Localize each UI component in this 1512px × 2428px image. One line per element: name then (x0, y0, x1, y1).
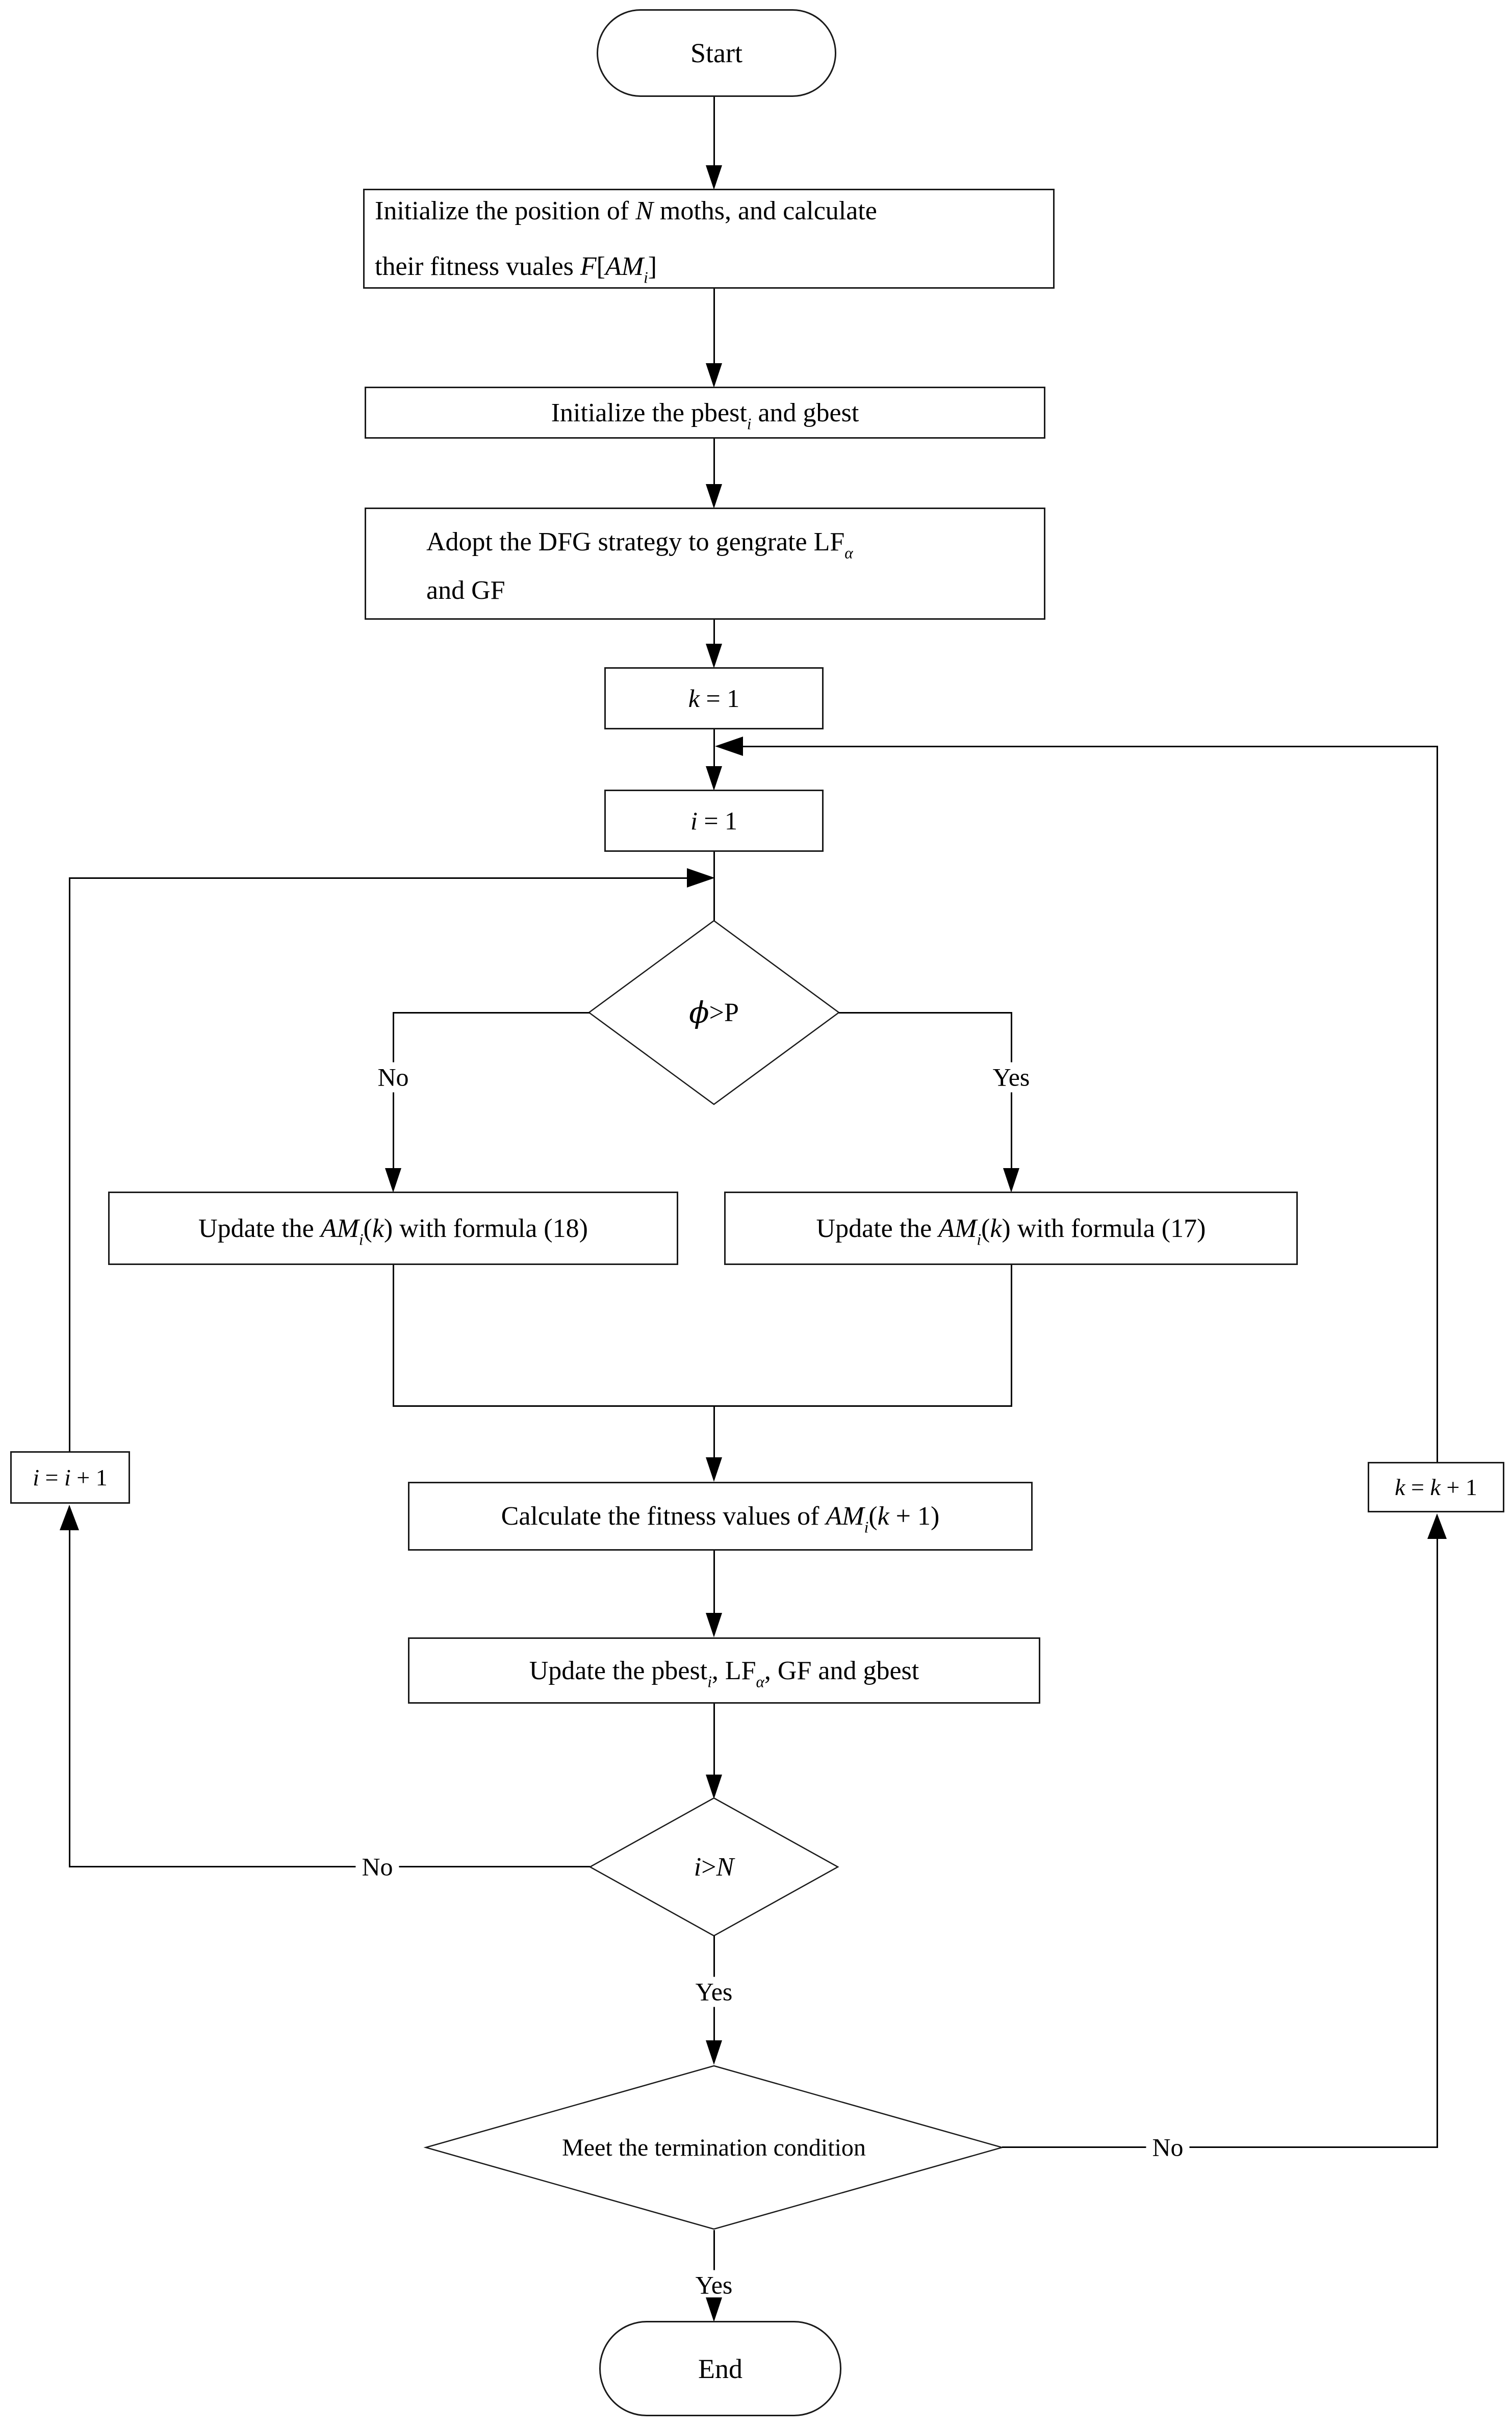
arrowhead-into-updatebest (706, 1613, 722, 1637)
arrowhead-into-termination (706, 2040, 722, 2065)
edge-rightrail-lower (1437, 1538, 1438, 2148)
process-i-increment: i = i + 1 (10, 1451, 130, 1504)
arrowhead-into-i1 (706, 766, 722, 791)
label-phi-no: No (371, 1062, 415, 1093)
i-init-text: i = 1 (690, 806, 738, 835)
edge-dfg-to-k1 (713, 620, 715, 644)
edge-start-to-init (713, 97, 715, 166)
arrowhead-into-dfg (706, 484, 722, 509)
edge-pbest-to-dfg (713, 439, 715, 485)
phi-decision-text: ϕ>P (689, 995, 739, 1030)
process-i-init: i = 1 (604, 790, 824, 852)
ign-decision-text: i > N (694, 1852, 734, 1882)
init-pbest-text: Initialize the pbesti and gbest (551, 398, 859, 433)
dfg-line1: Adopt the DFG strategy to gengrate LFα (426, 527, 853, 562)
init-positions-line1: Initialize the position of N moths, and … (375, 196, 877, 225)
arrowhead-into-ign (706, 1775, 722, 1799)
edge-k1-to-i1 (713, 729, 715, 766)
edge-ign-no-horizontal (69, 1866, 590, 1867)
process-update-formula17: Update the AMi(k) with formula (17) (724, 1192, 1298, 1265)
arrowhead-into-kincrement (1427, 1513, 1447, 1539)
formula17-text: Update the AMi(k) with formula (17) (816, 1213, 1206, 1249)
decision-phi-gt-p: ϕ>P (586, 918, 841, 1107)
edge-kloop-return-horizontal (742, 746, 1437, 747)
update-best-text: Update the pbesti, LFα, GF and gbest (529, 1656, 919, 1691)
edge-termination-no-horizontal (1002, 2146, 1438, 2148)
arrowhead-into-init (706, 165, 722, 190)
decision-i-gt-n: i > N (587, 1795, 840, 1938)
edge-formula18-down (393, 1265, 394, 1407)
arrowhead-into-k1 (706, 644, 722, 668)
end-label: End (698, 2353, 742, 2384)
arrowhead-into-formula18 (385, 1168, 401, 1193)
termination-diamond-shape (423, 2065, 1005, 2230)
phi-diamond-shape (587, 920, 840, 1105)
start-label: Start (690, 38, 742, 68)
dfg-line2: and GF (426, 576, 505, 605)
process-initialize-positions: Initialize the position of N moths, and … (363, 189, 1055, 289)
process-initialize-pbest: Initialize the pbesti and gbest (365, 387, 1045, 439)
arrowhead-into-end (706, 2297, 722, 2322)
k-increment-text: k = k + 1 (1395, 1474, 1477, 1500)
formula18-text: Update the AMi(k) with formula (18) (198, 1213, 588, 1249)
label-ign-no: No (355, 1852, 399, 1882)
k-init-text: k = 1 (688, 684, 740, 713)
edge-init-to-pbest (713, 289, 715, 363)
edge-phi-yes-horizontal (839, 1012, 1011, 1014)
termination-text: Meet the termination condition (562, 2134, 866, 2161)
edge-iloop-return-horizontal (69, 877, 687, 879)
edge-calc-to-updatebest (713, 1551, 715, 1614)
decision-termination: Meet the termination condition (423, 2063, 1005, 2232)
arrowhead-into-pbest (706, 363, 722, 388)
edge-merge-to-calc (713, 1405, 715, 1458)
edge-phi-no-horizontal (393, 1012, 590, 1014)
arrowhead-kloop-merge (715, 737, 743, 756)
init-positions-line2: their fitness vuales F[AMi] (375, 252, 657, 287)
process-k-increment: k = k + 1 (1368, 1462, 1504, 1512)
label-termination-yes: Yes (689, 2270, 739, 2300)
arrowhead-iloop-merge (687, 868, 715, 888)
edge-leftrail-upper (69, 877, 70, 1451)
arrowhead-into-formula17 (1003, 1168, 1019, 1193)
label-ign-yes: Yes (689, 1977, 739, 2007)
edge-formula17-down (1011, 1265, 1012, 1407)
edge-leftrail-lower (69, 1530, 70, 1867)
edge-termination-yes-vertical (713, 2230, 715, 2299)
process-calc-fitness: Calculate the fitness values of AMi(k + … (408, 1482, 1033, 1551)
end-terminator: End (599, 2321, 841, 2416)
edge-branch-merge-horizontal (393, 1405, 1012, 1407)
arrowhead-into-calc (706, 1457, 722, 1482)
process-k-init: k = 1 (604, 667, 824, 729)
process-update-formula18: Update the AMi(k) with formula (18) (108, 1192, 678, 1265)
label-phi-yes: Yes (986, 1062, 1036, 1093)
process-update-best: Update the pbesti, LFα, GF and gbest (408, 1637, 1040, 1704)
process-dfg-strategy: Adopt the DFG strategy to gengrate LFα a… (365, 508, 1045, 620)
i-increment-text: i = i + 1 (33, 1464, 108, 1490)
edge-updatebest-to-ign (713, 1704, 715, 1776)
edge-rightrail-upper (1437, 746, 1438, 1462)
arrowhead-into-iincrement (60, 1505, 79, 1530)
label-termination-no: No (1146, 2132, 1190, 2163)
start-terminator: Start (597, 9, 836, 97)
calc-fitness-text: Calculate the fitness values of AMi(k + … (501, 1502, 940, 1536)
